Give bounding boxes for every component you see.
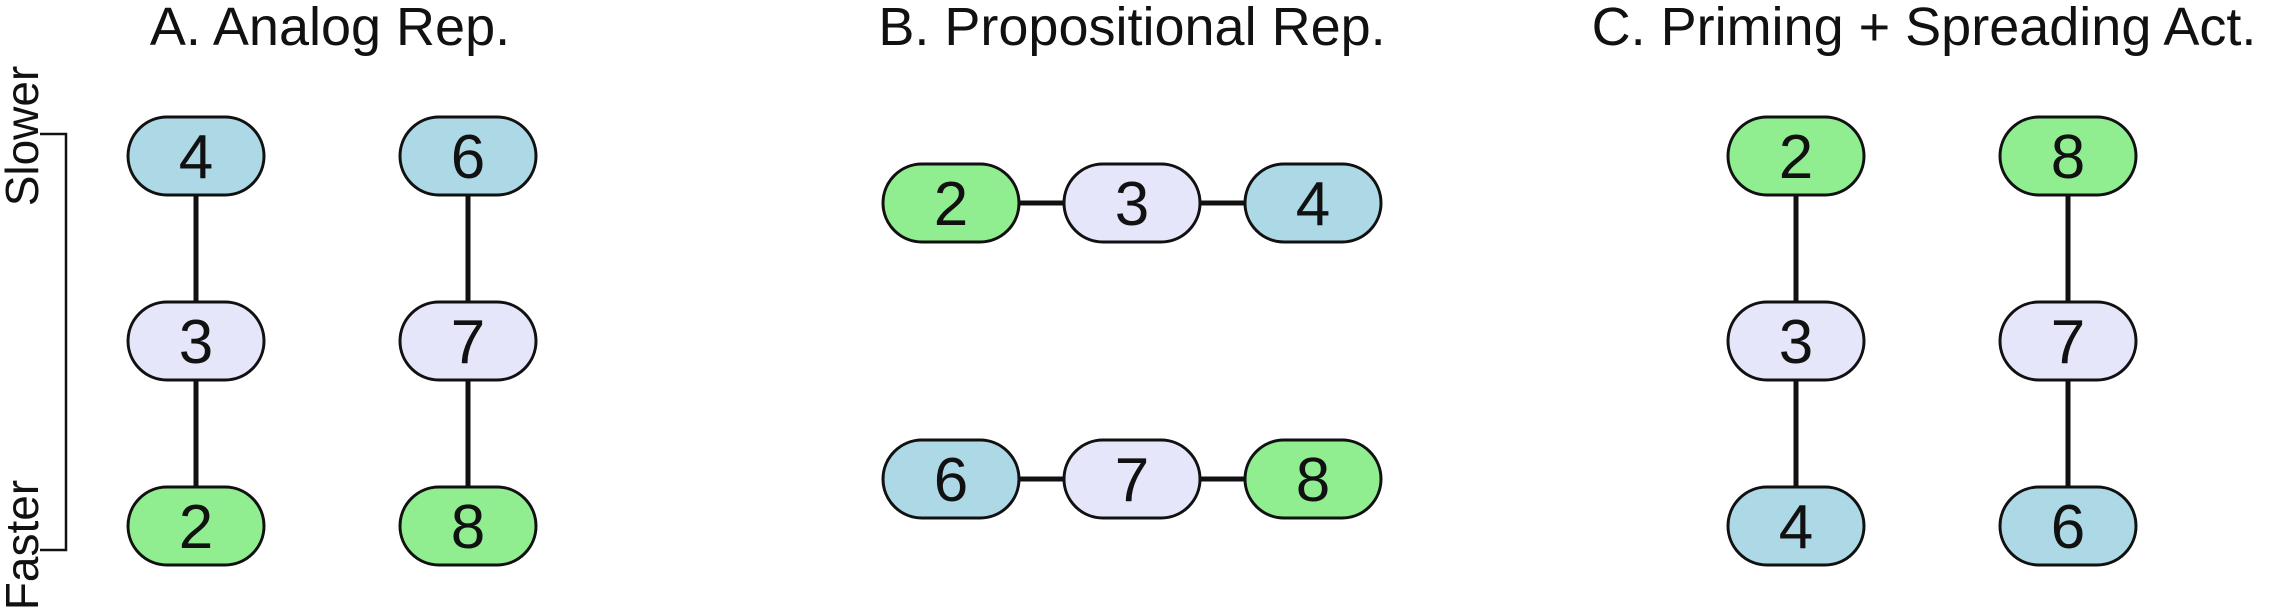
node-label: 8 (1296, 446, 1330, 515)
node-pill (1998, 485, 2138, 567)
node-pill (1726, 300, 1866, 382)
node-label: 3 (1115, 170, 1149, 239)
node-label: 7 (2051, 308, 2085, 377)
panel-b-chain-2: 6 7 8 (881, 438, 1383, 520)
node-pill (1998, 300, 2138, 382)
panel-a-chain-1: 4 3 2 (126, 115, 266, 567)
node-6: 6 (1998, 485, 2138, 567)
node-pill (1726, 115, 1866, 197)
node-pill (1243, 162, 1383, 244)
node-7: 7 (398, 300, 538, 382)
speed-axis: Slower Faster (0, 66, 68, 610)
node-label: 8 (451, 493, 485, 562)
node-label: 4 (179, 123, 213, 192)
node-pill (881, 162, 1021, 244)
node-pill (1243, 438, 1383, 520)
node-2: 2 (881, 162, 1021, 244)
panel-a-title: A. Analog Rep. (150, 0, 510, 57)
panel-c-title: C. Priming + Spreading Act. (1592, 0, 2257, 57)
node-7: 7 (1998, 300, 2138, 382)
node-2: 2 (126, 485, 266, 567)
node-pill (1726, 485, 1866, 567)
node-8: 8 (398, 485, 538, 567)
node-pill (881, 438, 1021, 520)
node-pill (398, 300, 538, 382)
node-6: 6 (398, 115, 538, 197)
node-label: 7 (451, 308, 485, 377)
node-label: 4 (1779, 493, 1813, 562)
node-pill (398, 485, 538, 567)
panel-a-chain-2: 6 7 8 (398, 115, 538, 567)
node-3: 3 (1726, 300, 1866, 382)
slower-label: Slower (0, 66, 48, 207)
faster-label: Faster (0, 480, 48, 610)
node-4: 4 (1726, 485, 1866, 567)
panel-c-chain-2: 8 7 6 (1998, 115, 2138, 567)
node-8: 8 (1243, 438, 1383, 520)
panel-b-chain-1: 2 3 4 (881, 162, 1383, 244)
node-8: 8 (1998, 115, 2138, 197)
node-label: 3 (179, 308, 213, 377)
panel-b-title: B. Propositional Rep. (878, 0, 1385, 57)
node-3: 3 (126, 300, 266, 382)
node-pill (126, 300, 266, 382)
node-2: 2 (1726, 115, 1866, 197)
node-pill (1998, 115, 2138, 197)
node-label: 2 (934, 170, 968, 239)
node-label: 8 (2051, 123, 2085, 192)
node-label: 2 (179, 493, 213, 562)
node-pill (126, 115, 266, 197)
node-label: 6 (451, 123, 485, 192)
node-label: 4 (1296, 170, 1330, 239)
node-7: 7 (1062, 438, 1202, 520)
node-4: 4 (126, 115, 266, 197)
node-pill (1062, 162, 1202, 244)
speed-bracket (40, 132, 68, 552)
node-label: 6 (934, 446, 968, 515)
node-pill (398, 115, 538, 197)
node-pill (126, 485, 266, 567)
node-label: 7 (1115, 446, 1149, 515)
node-3: 3 (1062, 162, 1202, 244)
node-label: 6 (2051, 493, 2085, 562)
panel-c-chain-1: 2 3 4 (1726, 115, 1866, 567)
node-pill (1062, 438, 1202, 520)
node-4: 4 (1243, 162, 1383, 244)
node-label: 2 (1779, 123, 1813, 192)
node-label: 3 (1779, 308, 1813, 377)
chains-layer: 4 3 2 6 7 8 2 3 4 6 7 8 2 3 4 8 7 6 (126, 115, 2138, 567)
node-6: 6 (881, 438, 1021, 520)
